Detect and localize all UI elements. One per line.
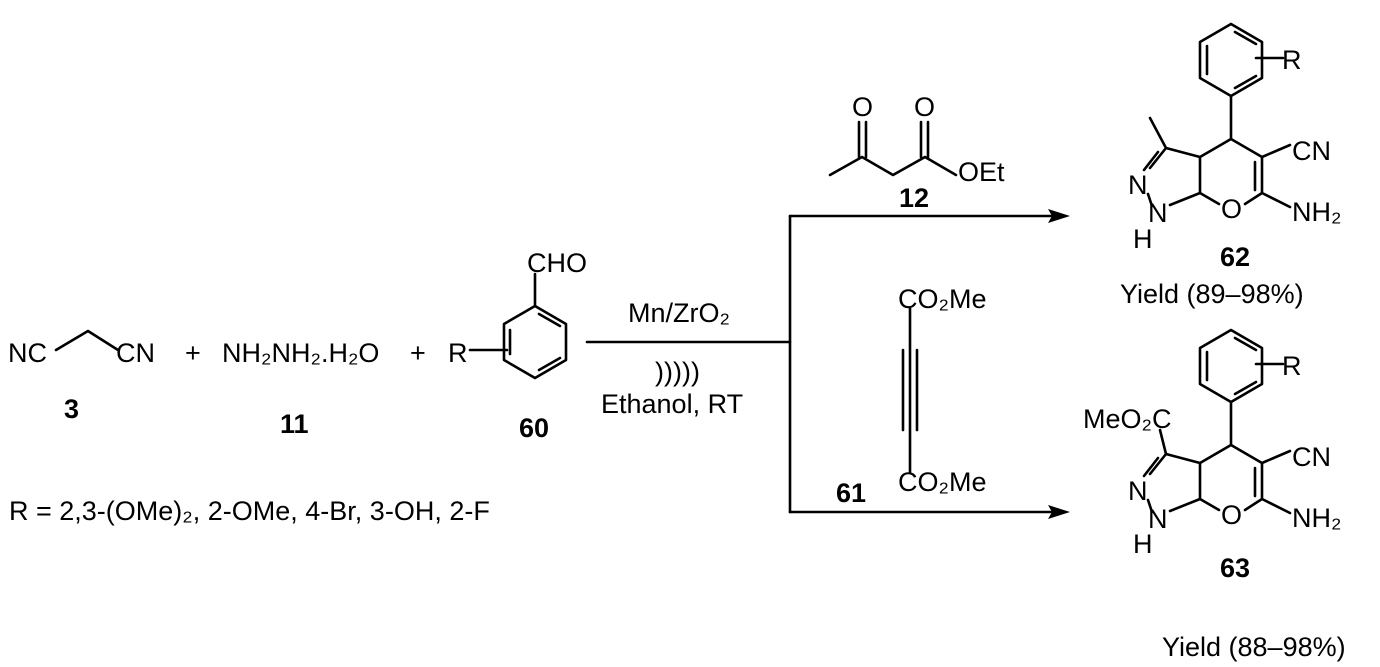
malononitrile-bonds bbox=[54, 329, 120, 352]
pyrazole-nh-62: N bbox=[1148, 198, 1168, 228]
label-3: 3 bbox=[64, 394, 79, 424]
cn-63: CN bbox=[1292, 442, 1331, 472]
nh2-62: NH₂ bbox=[1292, 197, 1341, 227]
phenyl-ring-63 bbox=[1198, 328, 1264, 404]
solvent-text: Ethanol, RT bbox=[601, 389, 743, 419]
dmad-61: CO₂Me CO₂Me 61 bbox=[836, 284, 987, 508]
plus-sign-2: + bbox=[410, 338, 426, 368]
r-group-62: R bbox=[1282, 45, 1302, 75]
benzene-ring bbox=[502, 304, 568, 380]
product-62: R O CN NH₂ N N H 62 Yield (89–98%) bbox=[1120, 22, 1341, 309]
label-12: 12 bbox=[899, 183, 929, 213]
phenyl-ring-62 bbox=[1198, 22, 1264, 98]
cho-group: CHO bbox=[527, 248, 587, 278]
ketoester-chain bbox=[828, 155, 958, 177]
oet-group: OEt bbox=[958, 157, 1005, 187]
hydrazine-11: NH₂NH₂.H₂O 11 bbox=[222, 338, 379, 439]
benzaldehyde-60: CHO R 60 bbox=[448, 248, 587, 443]
arrowhead-bottom bbox=[1048, 505, 1070, 519]
pyrazole-h-63: H bbox=[1133, 529, 1153, 559]
label-60: 60 bbox=[519, 413, 549, 443]
label-62: 62 bbox=[1220, 242, 1250, 272]
pyran-right bbox=[1229, 137, 1264, 206]
malononitrile-3: NC CN 3 bbox=[8, 329, 155, 424]
yield-63: Yield (88–98%) bbox=[1162, 632, 1346, 662]
ethyl-acetoacetate-12: O O OEt 12 bbox=[828, 92, 1005, 213]
r-definition: R = 2,3-(OMe)₂, 2-OMe, 4-Br, 3-OH, 2-F bbox=[9, 496, 490, 526]
hydrazine-formula: NH₂NH₂.H₂O bbox=[222, 338, 379, 368]
label-63: 63 bbox=[1220, 553, 1250, 583]
bottom-ester: CO₂Me bbox=[898, 467, 987, 497]
cn-group: CN bbox=[116, 338, 155, 368]
ester-group-63: MeO₂C bbox=[1083, 404, 1172, 434]
pyrazole-nh-63: N bbox=[1148, 504, 1168, 534]
label-11: 11 bbox=[280, 409, 309, 439]
nc-group: NC bbox=[8, 338, 47, 368]
top-ester: CO₂Me bbox=[898, 284, 987, 314]
pyran-left-63 bbox=[1198, 443, 1233, 512]
reaction-conditions: Mn/ZrO₂ ))))) Ethanol, RT bbox=[585, 298, 792, 419]
catalyst-text: Mn/ZrO₂ bbox=[628, 298, 730, 328]
ultrasound-symbol: ))))) bbox=[655, 357, 700, 387]
r-substituent: R bbox=[448, 338, 468, 368]
pyran-oxygen-63: O bbox=[1221, 500, 1242, 530]
ketone-oxygen: O bbox=[852, 92, 873, 122]
branch-arrows bbox=[788, 209, 1070, 519]
ester-oxygen: O bbox=[914, 92, 935, 122]
pyran-oxygen-62: O bbox=[1221, 194, 1242, 224]
plus-sign-1: + bbox=[185, 338, 201, 368]
yield-62: Yield (89–98%) bbox=[1120, 279, 1304, 309]
nh2-63: NH₂ bbox=[1292, 503, 1341, 533]
arrowhead-top bbox=[1048, 209, 1070, 223]
pyrazole-n-63: N bbox=[1128, 476, 1148, 506]
r-group-63: R bbox=[1282, 351, 1302, 381]
pyran-right-63 bbox=[1229, 443, 1264, 512]
pyrazole-n-62: N bbox=[1128, 170, 1148, 200]
cn-62: CN bbox=[1292, 136, 1331, 166]
pyran-left bbox=[1198, 137, 1233, 206]
label-61: 61 bbox=[836, 478, 866, 508]
product-63: R O CN NH₂ MeO₂C N N H 63 Yield (88–98%) bbox=[1083, 328, 1346, 662]
pyrazole-h-62: H bbox=[1133, 224, 1153, 254]
